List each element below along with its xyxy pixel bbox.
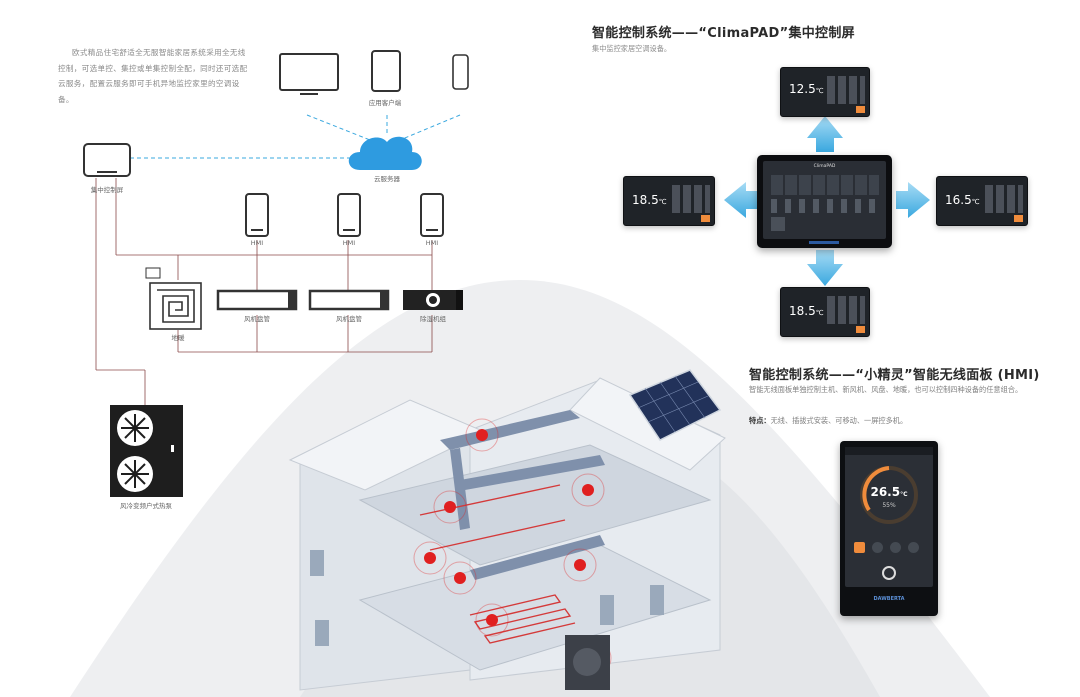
hmi-mode-button-3[interactable]: [890, 542, 901, 553]
fan-coil-label-1: 风机盘管: [244, 315, 270, 323]
hmi-temp-line: 26.5°C: [845, 485, 933, 499]
floor-heating-icon: [145, 267, 202, 330]
screen-left-temp: 18.5: [632, 193, 659, 207]
central-screen-label: 集中控制屏: [90, 186, 124, 194]
cloud-links: [130, 114, 461, 159]
climapad-screen-bottom: 18.5℃: [780, 287, 870, 337]
arrow-up-icon: [807, 116, 843, 152]
cloud-server-label: 云服务器: [374, 175, 400, 183]
tablet-icon: [371, 50, 401, 92]
climapad-logo-bar: [809, 241, 839, 244]
fan-coil-label-2: 风机盘管: [336, 315, 362, 323]
hmi-feature-line: 特点：无线、插拔式安装、可移动、一屏控多机。: [749, 413, 1029, 428]
app-clients-label: 应用客户端: [368, 99, 402, 107]
screen-bottom-accent: [856, 326, 865, 333]
climapad-control-row: [771, 199, 879, 213]
climapad-room-grid: [771, 175, 879, 195]
screen-top-unit: ℃: [815, 87, 824, 95]
screen-bottom-unit: ℃: [815, 309, 824, 317]
fan-coil-icon-2: [308, 289, 390, 311]
dehumidifier-icon: [403, 290, 463, 310]
cloud-icon: [348, 136, 422, 170]
screen-right-temp: 16.5: [945, 193, 972, 207]
heat-pump-icon: [110, 405, 183, 497]
screen-right-buttons: [985, 185, 1023, 213]
climapad-center-device: ClimaPAD: [757, 155, 892, 248]
hmi-label-3: HMI: [425, 239, 439, 247]
hmi-section-title: 智能控制系统——“小精灵”智能无线面板 (HMI): [749, 368, 1040, 383]
climapad-brand: ClimaPAD: [813, 164, 836, 169]
hmi-label-1: HMI: [250, 239, 264, 247]
climapad-title: 智能控制系统——“ClimaPAD”集中控制屏: [592, 26, 855, 41]
hmi-mode-button-2[interactable]: [872, 542, 883, 553]
hmi-device-icons: [245, 193, 444, 237]
dehumidifier-label: 除湿机组: [420, 315, 446, 323]
climapad-side-icon: [771, 217, 785, 231]
climapad-center-screen: ClimaPAD: [763, 161, 886, 239]
arrow-right-icon: [896, 182, 930, 218]
screen-left-buttons: [672, 185, 710, 213]
heat-pump-label: 风冷变频户式热泵: [120, 502, 172, 510]
screen-top-temp: 12.5: [789, 82, 816, 96]
screen-right-accent: [1014, 215, 1023, 222]
hmi-label-2: HMI: [342, 239, 356, 247]
hmi-mode-button-4[interactable]: [908, 542, 919, 553]
hmi-status-bar: [845, 447, 933, 455]
solar-panel-icon: [628, 369, 722, 441]
hmi-mode-button-active[interactable]: [854, 542, 865, 553]
screen-bottom-temp: 18.5: [789, 304, 816, 318]
hmi-section-desc: 智能无线面板单独控制主机、新风机、风盘、地暖，也可以控制四种设备的任意组合。: [749, 385, 1023, 394]
hmi-humidity: 55%: [882, 502, 896, 509]
arrow-down-icon: [807, 250, 843, 286]
climapad-subtitle: 集中监控家居空调设备。: [592, 44, 672, 53]
phone-icon: [452, 54, 469, 90]
intro-paragraph: 欧式精品住宅舒适全无服智能家居系统采用全无线控制，可选单控、集控或单集控制全配，…: [58, 48, 248, 104]
house-illustration: [288, 369, 726, 691]
power-icon[interactable]: [882, 566, 896, 580]
screen-bottom-buttons: [827, 296, 865, 324]
screen-left-accent: [701, 215, 710, 222]
climapad-screen-top: 12.5℃: [780, 67, 870, 117]
screen-left-unit: ℃: [658, 198, 667, 206]
hmi-temp-unit: °C: [900, 491, 908, 498]
central-screen-icon: [83, 143, 131, 177]
climapad-screen-left: 18.5℃: [623, 176, 715, 226]
screen-top-buttons: [827, 76, 865, 104]
hmi-device-brand: DAWBERTA: [873, 596, 905, 602]
hmi-dial-icon: [860, 466, 918, 524]
floor-heating-label: 地暖: [171, 334, 185, 342]
hmi-feature-text: 无线、插拔式安装、可移动、一屏控多机。: [770, 416, 908, 425]
wiring: [95, 178, 433, 405]
fan-coil-icon-1: [216, 289, 298, 311]
screen-top-accent: [856, 106, 865, 113]
hmi-device: 26.5°C 55% DAWBERTA: [840, 441, 938, 616]
topology-diagram: [83, 50, 469, 497]
tv-icon: [279, 53, 339, 95]
screen-right-unit: ℃: [971, 198, 980, 206]
hmi-temp-value: 26.5: [870, 485, 901, 499]
hmi-feature-label: 特点：: [749, 416, 771, 425]
hmi-device-screen: 26.5°C 55%: [845, 447, 933, 587]
arrow-left-icon: [724, 182, 758, 218]
climapad-screen-right: 16.5℃: [936, 176, 1028, 226]
climapad-arrows: [724, 116, 930, 286]
